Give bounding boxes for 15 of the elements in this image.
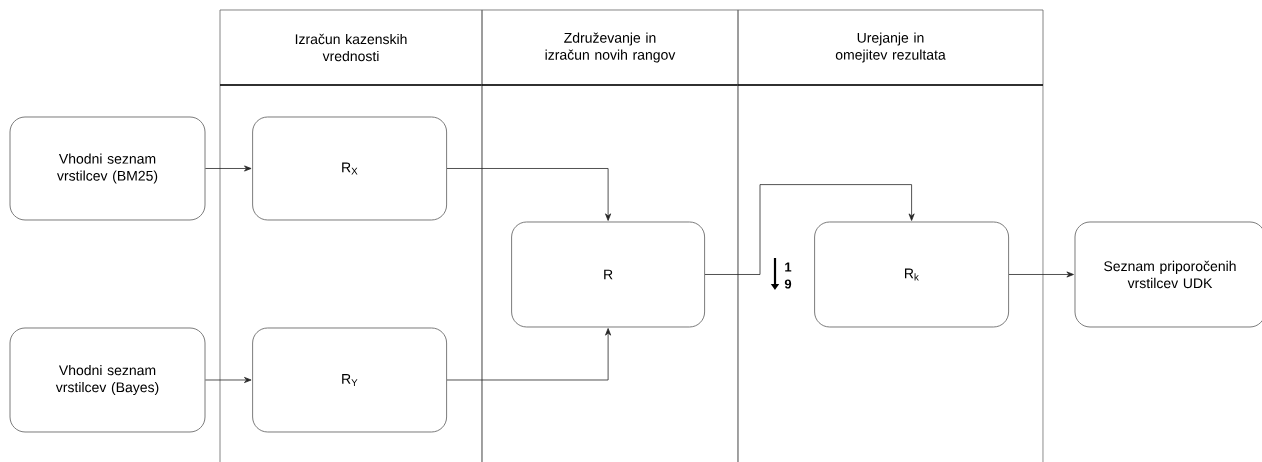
arrow: [446, 328, 612, 381]
sort-label: 9: [784, 279, 792, 289]
list-box: Seznam priporočenih vrstilcev UDK: [1074, 221, 1262, 328]
arrow: [446, 168, 612, 221]
list-box: Vhodni seznam vrstilcev (Bayes): [9, 327, 206, 433]
arrow: [1008, 271, 1074, 278]
process-box: R$_{X}$: [252, 116, 447, 221]
list-box: Vhodni seznam vrstilcev (BM25): [9, 116, 206, 221]
arrow: [704, 184, 915, 275]
arrow: [205, 165, 252, 172]
process-box: R$_{Y}$: [252, 327, 447, 433]
process-box: R: [511, 221, 705, 328]
sort-label: 1: [785, 262, 792, 272]
process-box: R$_{k}$: [814, 221, 1009, 328]
arrow: [205, 377, 252, 383]
